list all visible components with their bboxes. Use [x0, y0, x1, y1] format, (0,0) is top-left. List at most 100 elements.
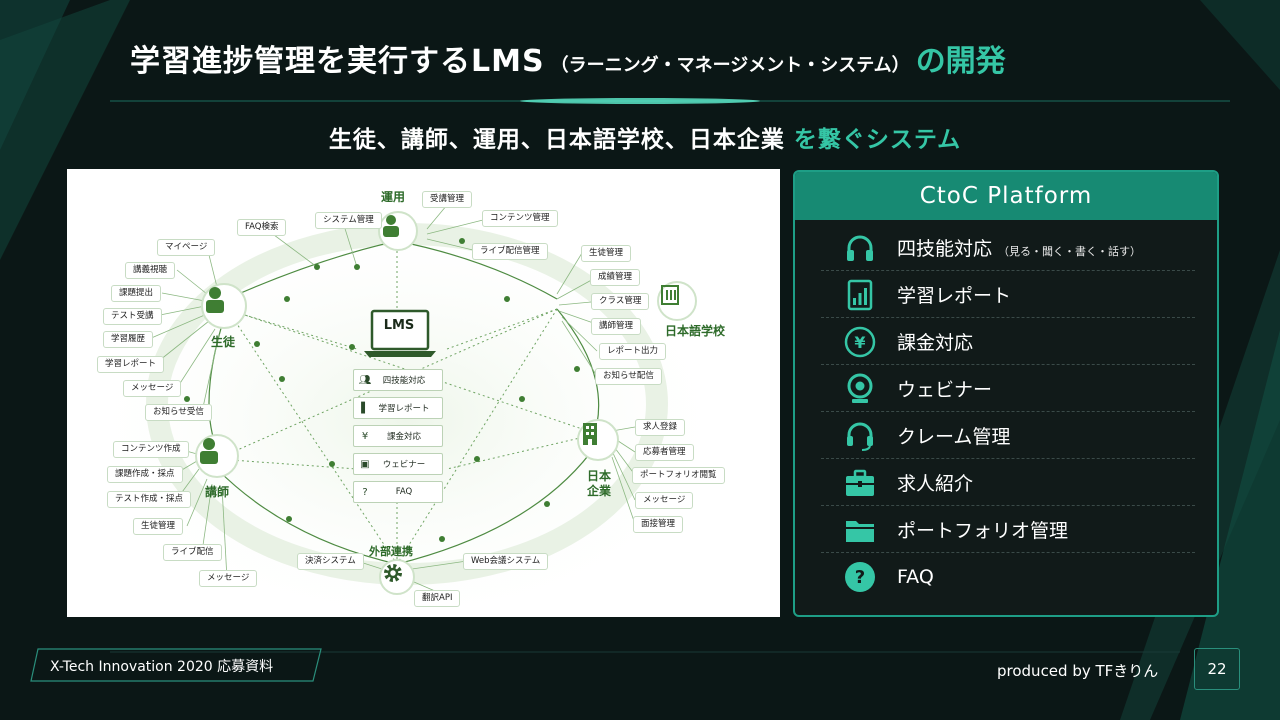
lms-item-3-label: ウェビナー: [382, 460, 426, 470]
node-label-kigyou-line2: 企業: [587, 484, 612, 498]
feature-job-intro: 求人紹介: [821, 460, 1195, 506]
svg-text:?: ?: [855, 567, 865, 588]
question-icon: ?: [845, 562, 875, 592]
node-label-gakkou: 日本語学校: [665, 324, 726, 338]
tag-kigyou-1: 応募者管理: [635, 444, 694, 461]
tag-gakkou-1: 成績管理: [590, 269, 641, 286]
lms-item-2: ¥ 課金対応: [353, 425, 443, 447]
briefcase-icon: [846, 469, 874, 496]
lms-label: LMS: [383, 318, 415, 333]
tag-gakkou-3: 講師管理: [591, 318, 642, 335]
tag-unyou-1: システム管理: [315, 212, 382, 229]
slide-subtitle-main: 生徒、講師、運用、日本語学校、日本企業: [328, 127, 785, 153]
footer-credit: produced by TFきりん: [997, 662, 1159, 680]
tag-seito-3: テスト受講: [103, 308, 162, 325]
feature-faq: ? FAQ: [821, 554, 1195, 600]
slide-title: 学習進捗管理を実行するLMS （ラーニング・マネージメント・システム） の開発: [130, 36, 1006, 80]
tag-seito-2: 課題提出: [111, 285, 162, 302]
feature-label-3: ウェビナー: [897, 379, 993, 401]
feature-webinar: ウェビナー: [821, 366, 1195, 412]
tag-gakkou-4: レポート出力: [599, 343, 667, 360]
tag-koushi-3: 生徒管理: [133, 518, 184, 535]
building-icon-gakkou: [657, 281, 697, 321]
folder-icon: [846, 520, 874, 542]
feature-sub-0: （見る・聞く・書く・話す）: [998, 245, 1142, 258]
tag-koushi-0: コンテンツ作成: [113, 441, 189, 458]
footer-event-text: X-Tech Innovation 2020 応募資料: [50, 659, 274, 675]
node-label-kigyou: 日本 企業: [587, 469, 611, 499]
person-icon-unyou: [378, 211, 418, 251]
lms-item-0-label: 四技能対応: [382, 376, 426, 386]
tag-seito-4: 学習履歴: [103, 331, 154, 348]
tag-koushi-2: テスト作成・採点: [107, 491, 192, 508]
office-building-icon: [577, 419, 619, 461]
ctoc-platform-panel: CtoC Platform 四技能対応（見る・聞く・書く・話す） 学習レポート …: [793, 170, 1219, 617]
tag-unyou-0: FAQ検索: [237, 219, 287, 236]
node-label-seito: 生徒: [211, 335, 236, 349]
slide-title-main: 学習進捗管理を実行するLMS: [130, 44, 545, 79]
feature-label-6: ポートフォリオ管理: [897, 520, 1069, 542]
tag-seito-7: お知らせ受信: [145, 404, 212, 421]
node-label-gaibu: 外部連携: [369, 545, 413, 558]
feature-label-2: 課金対応: [897, 332, 974, 354]
lms-item-1-label: 学習レポート: [378, 404, 430, 414]
person-icon-seito: [201, 283, 247, 329]
person-icon-koushi: [195, 434, 239, 478]
tag-seito-5: 学習レポート: [97, 356, 165, 373]
report-icon: [847, 279, 873, 310]
slide-subtitle: 生徒、講師、運用、日本語学校、日本企業 を繋ぐシステム: [0, 120, 1280, 154]
lms-item-1: ▌ 学習レポート: [353, 397, 443, 419]
tag-seito-6: メッセージ: [123, 380, 182, 397]
platform-title: CtoC Platform: [795, 172, 1217, 220]
feature-portfolio: ポートフォリオ管理: [821, 507, 1195, 553]
yen-icon: ¥: [844, 326, 876, 357]
lms-item-2-label: 課金対応: [386, 432, 421, 442]
monitor-icon: ▣: [360, 458, 370, 470]
feature-label-5: 求人紹介: [897, 473, 974, 495]
tag-koushi-4: ライブ配信: [163, 544, 222, 561]
webcam-icon: [847, 373, 873, 403]
tag-gakkou-2: クラス管理: [591, 293, 650, 310]
tag-seito-0: マイページ: [157, 239, 216, 256]
question-icon: ?: [362, 486, 368, 498]
slide-title-paren: （ラーニング・マネージメント・システム）: [550, 55, 910, 76]
feature-billing: ¥ 課金対応: [821, 319, 1195, 365]
feature-claims: クレーム管理: [821, 413, 1195, 459]
headphones-icon: [847, 235, 873, 261]
svg-text:¥: ¥: [854, 333, 865, 352]
tag-gaibu-2: 翻訳API: [414, 590, 461, 607]
feature-learning-report: 学習レポート: [821, 272, 1195, 318]
tag-kigyou-2: ポートフォリオ閲覧: [632, 467, 725, 484]
tag-kigyou-3: メッセージ: [635, 492, 694, 509]
people-icon: 👥︎: [358, 374, 372, 386]
tag-seito-1: 講義視聴: [125, 262, 176, 279]
yen-icon: ¥: [361, 430, 369, 442]
lms-item-3: ▣ ウェビナー: [353, 453, 443, 475]
tag-unyou-3: コンテンツ管理: [482, 210, 558, 227]
tag-kigyou-4: 面接管理: [633, 516, 684, 533]
headset-icon: [847, 422, 873, 451]
tag-unyou-2: 受講管理: [422, 191, 473, 208]
tag-unyou-4: ライブ配信管理: [472, 243, 548, 260]
tag-koushi-1: 課題作成・採点: [107, 466, 183, 483]
tag-gakkou-0: 生徒管理: [581, 245, 632, 262]
feature-four-skills: 四技能対応（見る・聞く・書く・話す）: [821, 225, 1195, 271]
footer-event-label: X-Tech Innovation 2020 応募資料: [30, 648, 322, 682]
tag-gaibu-0: 決済システム: [297, 553, 364, 570]
tag-gakkou-5: お知らせ配信: [595, 368, 662, 385]
slide-title-accent: の開発: [915, 44, 1006, 79]
lms-diagram: 運用 生徒 講師 日本語学校 日本 企業 外部連携 FAQ検索 システム管理 受…: [67, 169, 780, 617]
node-label-unyou: 運用: [381, 190, 406, 204]
slide-subtitle-accent: を繋ぐシステム: [793, 127, 962, 153]
tag-kigyou-0: 求人登録: [635, 419, 686, 436]
feature-label-1: 学習レポート: [897, 285, 1012, 307]
gear-icon: [379, 559, 415, 595]
bar-chart-icon: ▌: [361, 402, 369, 414]
feature-label-4: クレーム管理: [897, 426, 1011, 448]
lms-item-4: ? FAQ: [353, 481, 443, 503]
tag-koushi-5: メッセージ: [199, 570, 258, 587]
lms-item-4-label: FAQ: [395, 487, 413, 497]
feature-label-7: FAQ: [897, 566, 934, 588]
laptop-icon: [364, 309, 436, 357]
lms-item-0: 👥︎ 四技能対応: [353, 369, 443, 391]
